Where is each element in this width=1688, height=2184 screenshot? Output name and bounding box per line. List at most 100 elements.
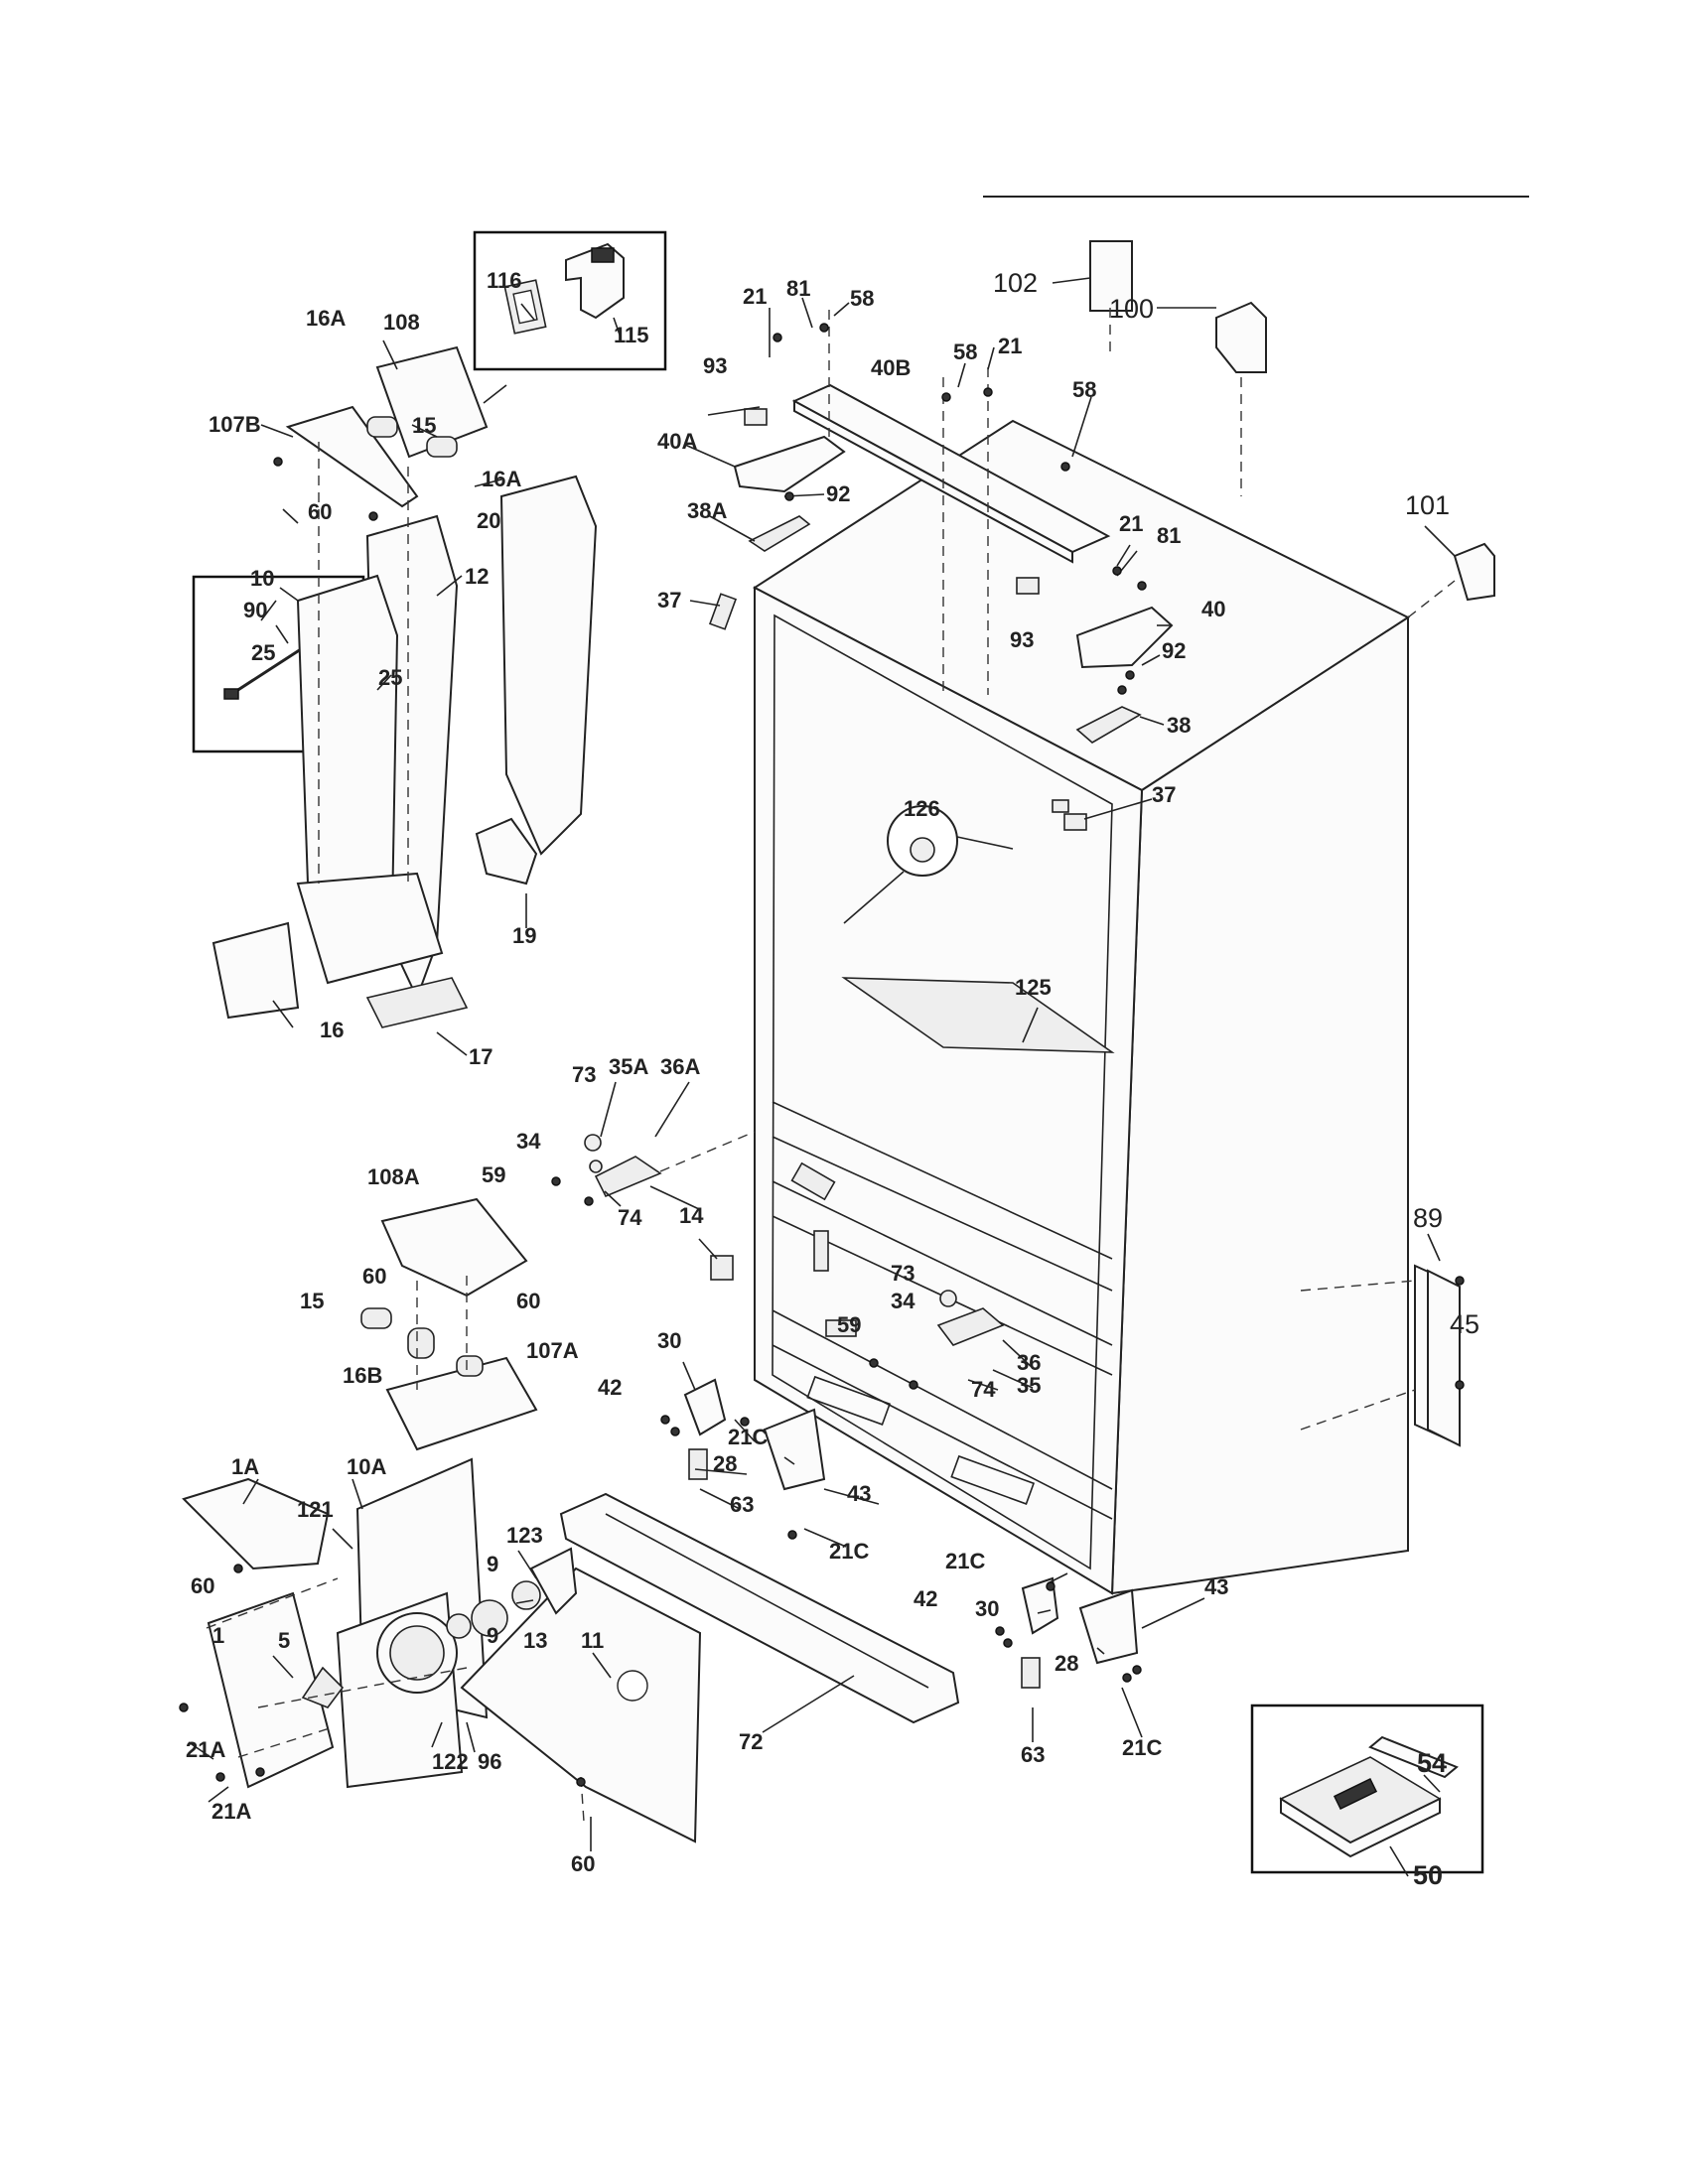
label-102: 102 — [993, 268, 1038, 298]
label-74-right: 74 — [971, 1377, 996, 1402]
label-9-top: 9 — [487, 1552, 498, 1576]
hinge-38a — [748, 515, 811, 552]
label-74-left: 74 — [618, 1205, 642, 1230]
label-107b: 107B — [209, 412, 261, 437]
fan-panel-area — [182, 1457, 702, 1843]
label-30-right: 30 — [975, 1596, 999, 1621]
label-16b: 16B — [343, 1363, 382, 1388]
label-115: 115 — [614, 323, 649, 347]
label-10: 10 — [250, 566, 274, 591]
label-15-top: 15 — [412, 413, 436, 438]
label-1: 1 — [212, 1623, 224, 1648]
label-90: 90 — [243, 598, 267, 622]
bracket-102 — [1089, 240, 1133, 312]
label-59-left: 59 — [482, 1162, 505, 1187]
label-73-right: 73 — [891, 1261, 914, 1286]
part-labels: 116 115 108 16A 107B 15 16A 60 20 10 12 … — [186, 268, 1479, 1890]
label-43-right: 43 — [1204, 1574, 1228, 1599]
label-121: 121 — [297, 1497, 334, 1522]
side-panel-89-45 — [1414, 1264, 1461, 1447]
label-58-top: 58 — [850, 286, 874, 311]
label-35a: 35A — [609, 1054, 648, 1079]
ice-maker-assembly — [360, 1197, 538, 1451]
label-73-left: 73 — [572, 1062, 596, 1087]
label-45: 45 — [1450, 1309, 1479, 1339]
hinge-cover-40 — [1075, 606, 1174, 669]
label-89: 89 — [1413, 1203, 1443, 1233]
label-122: 122 — [432, 1749, 469, 1774]
label-40b: 40B — [871, 355, 911, 380]
label-19: 19 — [512, 923, 536, 948]
label-25-left: 25 — [251, 640, 275, 665]
label-28-left: 28 — [713, 1451, 737, 1476]
label-16: 16 — [320, 1018, 344, 1042]
label-16a-top: 16A — [306, 306, 346, 331]
label-12: 12 — [465, 564, 489, 589]
plug-37a — [708, 593, 738, 630]
label-25-right: 25 — [378, 665, 402, 690]
label-93-right: 93 — [1010, 627, 1034, 652]
label-92-left: 92 — [826, 481, 850, 506]
label-15-ice: 15 — [300, 1289, 324, 1313]
label-9-bottom: 9 — [487, 1623, 498, 1648]
label-37-right: 37 — [1152, 782, 1176, 807]
label-17: 17 — [469, 1044, 492, 1069]
cabinet-body — [753, 419, 1411, 1595]
bottom-hinge-right — [1021, 1576, 1139, 1689]
label-38a: 38A — [687, 498, 727, 523]
plug-93a — [744, 408, 768, 426]
label-43-left: 43 — [847, 1481, 871, 1506]
label-60-bottom: 60 — [571, 1851, 595, 1876]
label-63-right: 63 — [1021, 1742, 1045, 1767]
hinge-38 — [1075, 706, 1142, 744]
label-54: 54 — [1417, 1748, 1447, 1778]
label-96: 96 — [478, 1749, 501, 1774]
plug-37b — [1063, 813, 1087, 831]
label-108: 108 — [383, 310, 420, 335]
label-21c-left-2: 21C — [829, 1539, 869, 1564]
label-21a-top: 21A — [186, 1737, 225, 1762]
label-34-right: 34 — [891, 1289, 915, 1313]
label-72: 72 — [739, 1729, 763, 1754]
label-60-lower-left: 60 — [191, 1573, 214, 1598]
label-42-left: 42 — [598, 1375, 622, 1400]
label-38: 38 — [1167, 713, 1191, 738]
label-59-right: 59 — [837, 1312, 861, 1337]
bracket-101 — [1453, 542, 1495, 602]
label-37-left: 37 — [657, 588, 681, 613]
label-10a: 10A — [347, 1454, 386, 1479]
label-40a: 40A — [657, 429, 697, 454]
hinge-cover-40a — [733, 435, 846, 493]
inset-box-115-116 — [473, 230, 667, 371]
label-60-ice-left: 60 — [362, 1264, 386, 1289]
label-13: 13 — [523, 1628, 547, 1653]
toe-grille-72 — [559, 1492, 960, 1724]
label-101: 101 — [1405, 490, 1450, 520]
label-35: 35 — [1017, 1373, 1041, 1398]
label-1a: 1A — [231, 1454, 259, 1479]
label-42-right: 42 — [914, 1586, 937, 1611]
label-126: 126 — [904, 796, 940, 821]
label-81-right: 81 — [1157, 523, 1181, 548]
label-16a-mid: 16A — [482, 467, 521, 491]
label-21-top-left: 21 — [743, 284, 767, 309]
hinge-35a-36a — [584, 1134, 662, 1198]
label-5: 5 — [278, 1628, 290, 1653]
label-58-mid: 58 — [953, 340, 977, 364]
label-21c-right-2: 21C — [1122, 1735, 1162, 1760]
label-21c-right-1: 21C — [945, 1549, 985, 1573]
assembly-lines — [206, 308, 1456, 1823]
bracket-100 — [1215, 301, 1267, 373]
label-100: 100 — [1109, 294, 1154, 324]
switch-14 — [710, 1255, 734, 1281]
label-21-top-mid: 21 — [998, 334, 1022, 358]
label-20: 20 — [477, 508, 500, 533]
hinge-cover-40b — [791, 383, 1111, 564]
label-40: 40 — [1201, 597, 1225, 621]
label-36a: 36A — [660, 1054, 700, 1079]
label-50: 50 — [1413, 1860, 1443, 1890]
label-36: 36 — [1017, 1350, 1041, 1375]
label-14: 14 — [679, 1203, 704, 1228]
label-63-left: 63 — [730, 1492, 754, 1517]
